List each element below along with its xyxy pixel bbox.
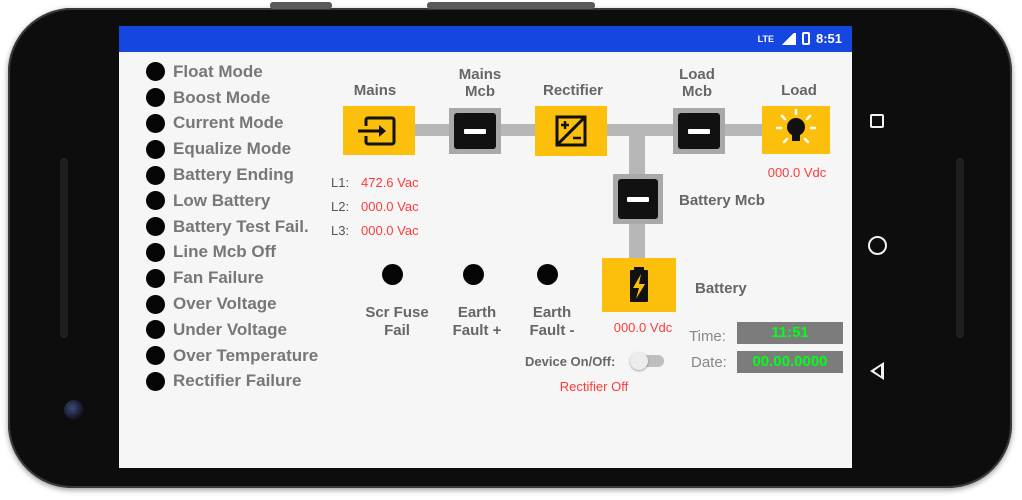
speaker-left xyxy=(60,158,68,338)
battery-label: Battery xyxy=(695,280,747,297)
status-led-icon xyxy=(146,320,165,340)
earth-fault-plus-label: Earth Fault + xyxy=(452,304,502,339)
battery-charging-icon xyxy=(630,267,648,302)
phase-readings: L1: 472.6 Vac L2: 000.0 Vac L3: 000.0 Va… xyxy=(331,170,419,242)
rectifier-label: Rectifier xyxy=(542,82,604,99)
power-button xyxy=(270,2,332,9)
status-indicator-label: Current Mode xyxy=(173,113,284,133)
rectifier-icon xyxy=(555,115,587,147)
device-toggle-label: Device On/Off: xyxy=(525,354,616,369)
earth-fault-minus-led xyxy=(537,264,558,285)
earth-fault-minus-label: Earth Fault - xyxy=(529,304,575,339)
phase-l2-label: L2: xyxy=(331,198,350,214)
status-indicator-label: Float Mode xyxy=(173,61,263,81)
light-bulb-icon xyxy=(775,108,817,144)
status-indicator-row: Over Voltage xyxy=(146,291,318,317)
front-camera xyxy=(64,400,84,420)
date-label: Date: xyxy=(691,354,727,371)
status-indicator-row: Over Temperature xyxy=(146,343,318,369)
device-power-toggle[interactable] xyxy=(630,350,666,372)
status-led-icon xyxy=(146,191,165,211)
mains-block[interactable] xyxy=(343,106,415,155)
status-indicator-row: Battery Ending xyxy=(146,162,318,188)
mains-mcb-switch[interactable] xyxy=(449,108,501,154)
rectifier-block[interactable] xyxy=(535,106,607,156)
time-label: Time: xyxy=(689,328,726,345)
device-state-text: Rectifier Off xyxy=(559,379,629,394)
mains-mcb-label: Mains Mcb xyxy=(458,66,502,100)
status-indicator-label: Fan Failure xyxy=(173,268,264,288)
status-led-icon xyxy=(146,242,165,262)
status-led-icon xyxy=(146,139,165,159)
volume-button xyxy=(427,2,595,9)
status-bar: LTE 8:51 xyxy=(119,26,852,52)
date-value: 00.00.0000 xyxy=(737,351,843,373)
navigation-bar xyxy=(860,100,900,400)
phase-l1-value: 472.6 Vac xyxy=(361,174,419,190)
status-indicator-row: Equalize Mode xyxy=(146,136,318,162)
clock-time: 8:51 xyxy=(815,31,842,46)
status-indicator-label: Battery Ending xyxy=(173,165,294,185)
load-mcb-switch[interactable] xyxy=(673,108,725,154)
status-indicator-row: Battery Test Fail. xyxy=(146,214,318,240)
status-indicator-label: Line Mcb Off xyxy=(173,242,276,262)
status-indicator-row: Low Battery xyxy=(146,188,318,214)
status-led-icon xyxy=(146,62,165,82)
phase-l3-value: 000.0 Vac xyxy=(361,222,419,238)
status-indicator-row: Rectifier Failure xyxy=(146,369,318,395)
phase-l3-label: L3: xyxy=(331,222,350,238)
status-led-icon xyxy=(146,88,165,108)
battery-voltage: 000.0 Vdc xyxy=(613,320,673,335)
scr-fuse-fail-led xyxy=(382,264,403,285)
status-indicator-label: Battery Test Fail. xyxy=(173,216,309,236)
status-led-icon xyxy=(146,113,165,133)
status-indicator-row: Float Mode xyxy=(146,59,318,85)
earth-fault-plus-led xyxy=(463,264,484,285)
mains-label: Mains xyxy=(353,82,397,99)
time-value: 11:51 xyxy=(737,322,843,344)
battery-status-icon xyxy=(801,32,810,45)
status-indicator-row: Fan Failure xyxy=(146,265,318,291)
status-indicator-row: Boost Mode xyxy=(146,85,318,111)
scr-fuse-fail-label: Scr Fuse Fail xyxy=(365,304,429,339)
status-indicator-row: Line Mcb Off xyxy=(146,240,318,266)
status-indicator-label: Equalize Mode xyxy=(173,139,292,159)
load-mcb-label: Load Mcb xyxy=(679,66,715,100)
phase-l1-label: L1: xyxy=(331,174,350,190)
status-indicator-row: Current Mode xyxy=(146,111,318,137)
speaker-right xyxy=(956,158,964,338)
status-led-icon xyxy=(146,217,165,237)
load-label: Load xyxy=(781,82,817,99)
status-led-icon xyxy=(146,346,165,366)
network-type: LTE xyxy=(757,33,774,44)
battery-branch-lower xyxy=(629,222,645,258)
status-indicator-label: Low Battery xyxy=(173,190,271,210)
battery-block[interactable] xyxy=(602,258,676,312)
home-icon[interactable] xyxy=(868,236,887,255)
load-block[interactable] xyxy=(762,106,830,154)
status-indicator-label: Rectifier Failure xyxy=(173,371,302,391)
load-voltage: 000.0 Vdc xyxy=(767,165,827,180)
status-led-icon xyxy=(146,165,165,185)
status-indicator-row: Under Voltage xyxy=(146,317,318,343)
status-led-icon xyxy=(146,294,165,314)
battery-mcb-switch[interactable] xyxy=(613,174,663,224)
phase-l2-value: 000.0 Vac xyxy=(361,198,419,214)
mains-input-icon xyxy=(358,116,396,146)
signal-icon xyxy=(779,32,796,45)
battery-branch-upper xyxy=(629,126,645,176)
back-icon[interactable] xyxy=(870,362,884,380)
battery-mcb-label: Battery Mcb xyxy=(679,192,765,209)
recent-apps-icon[interactable] xyxy=(870,114,884,128)
status-led-icon xyxy=(146,268,165,288)
status-led-icon xyxy=(146,371,165,391)
status-indicator-label: Over Voltage xyxy=(173,294,277,314)
status-indicator-label: Under Voltage xyxy=(173,319,287,339)
status-indicator-label: Over Temperature xyxy=(173,345,319,365)
status-indicator-label: Boost Mode xyxy=(173,87,271,107)
